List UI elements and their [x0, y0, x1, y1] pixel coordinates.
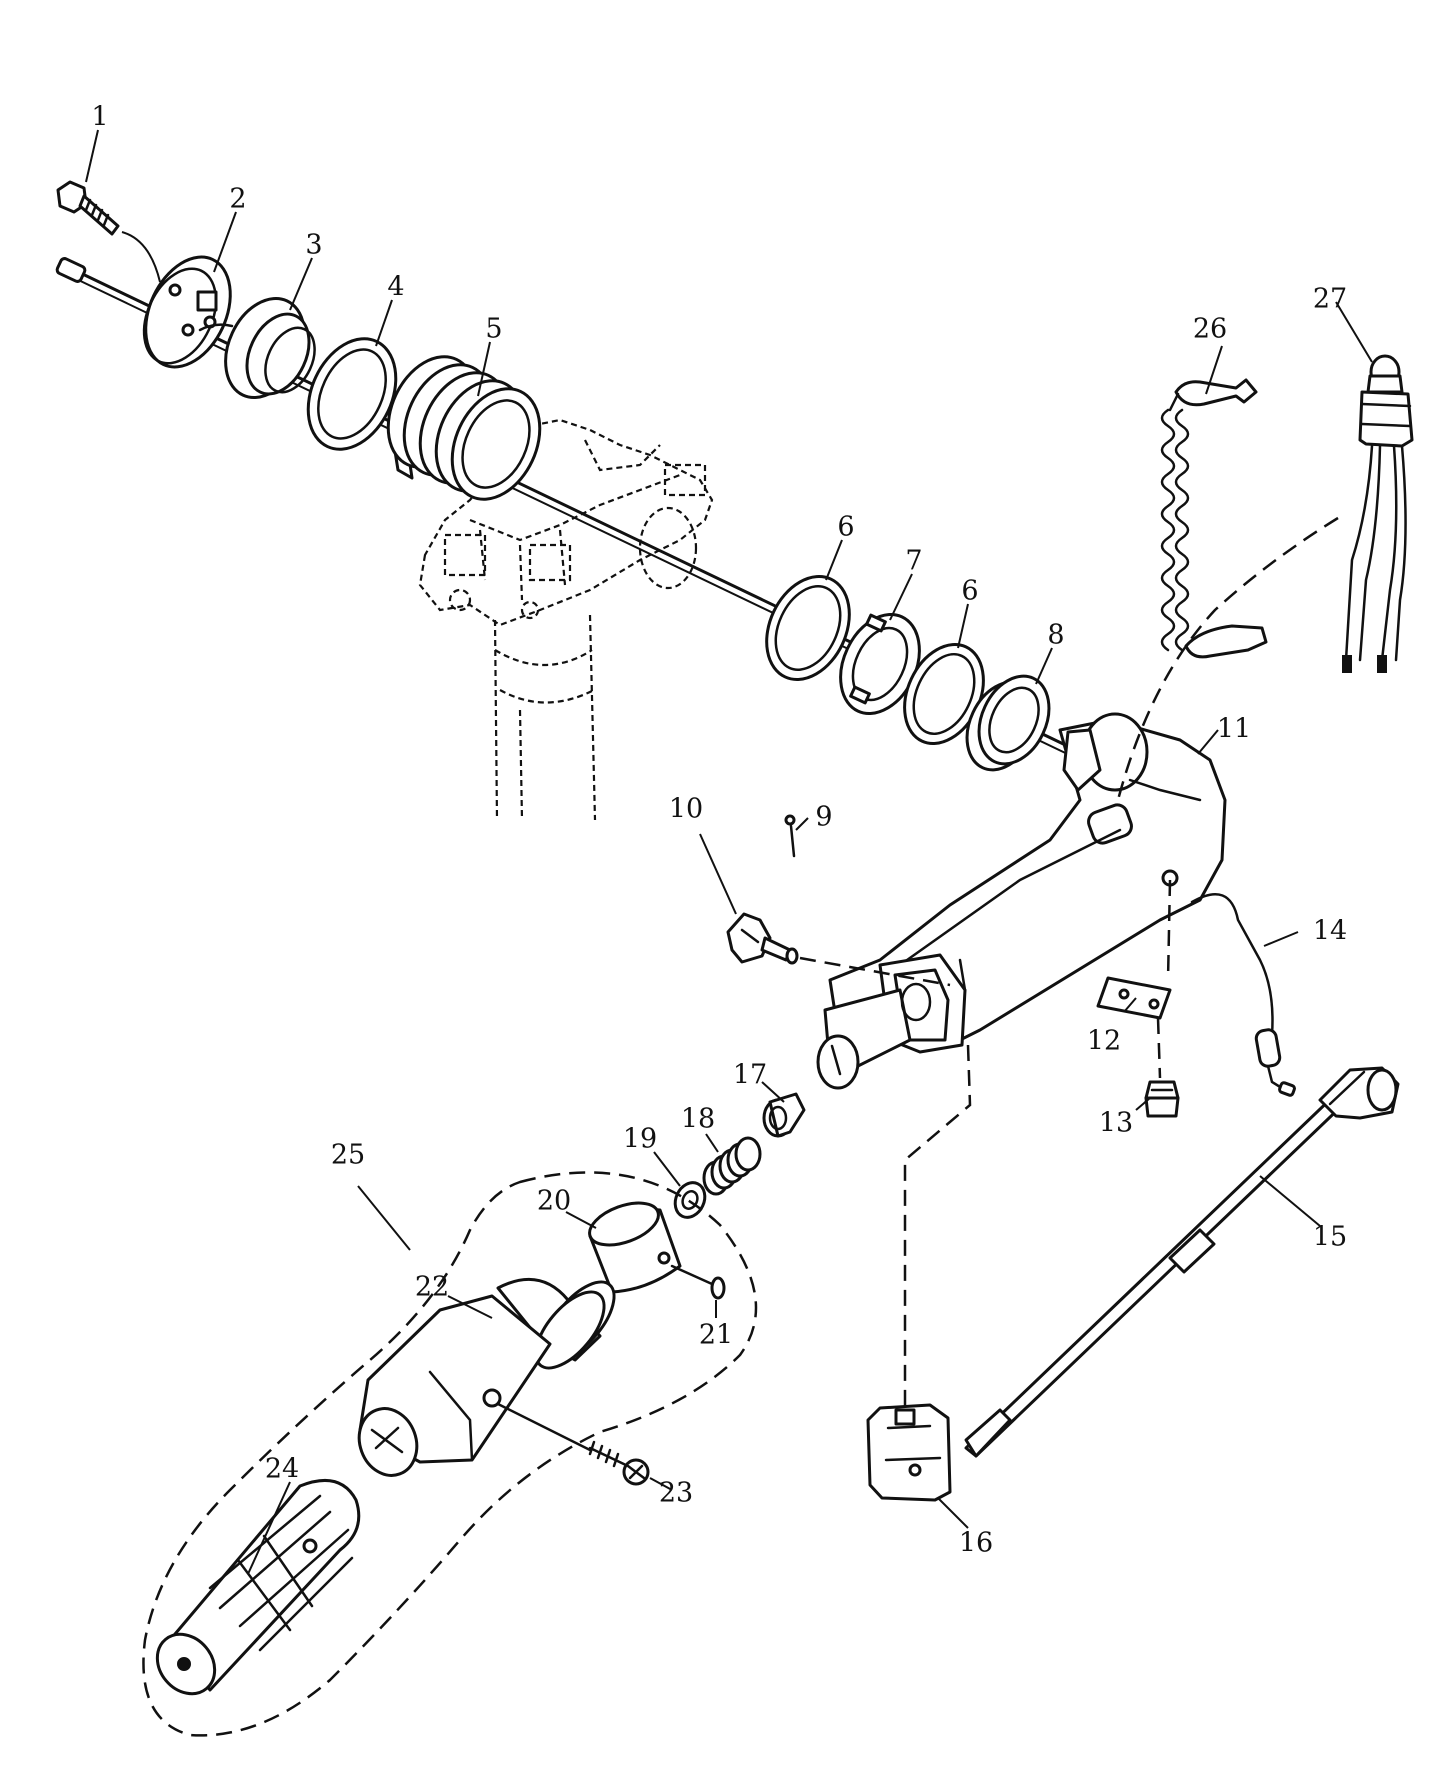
- friction-spring-part-5: [386, 355, 542, 501]
- screw-part-13: [1144, 1080, 1180, 1118]
- callout-8: 8: [1047, 620, 1064, 651]
- callout-6b: 6: [961, 576, 978, 607]
- grip-part-22: [357, 1277, 616, 1477]
- sleeve-part-20: [588, 1201, 682, 1294]
- assembly-line-plate: [1166, 879, 1172, 981]
- callout-23: 23: [659, 1478, 693, 1509]
- callout-4: 4: [387, 272, 404, 303]
- washer-part-6a: [765, 574, 851, 682]
- callout-21: 21: [699, 1320, 733, 1351]
- callout-5: 5: [485, 314, 502, 345]
- washer-part-6b: [903, 642, 985, 746]
- assembly-line-bracket: [903, 1044, 972, 1410]
- callout-14: 14: [1313, 916, 1347, 947]
- callout-27: 27: [1313, 284, 1347, 315]
- assembly-line-knob: [799, 956, 951, 987]
- lanyard-part-26: [1160, 378, 1268, 659]
- callout-17: 17: [733, 1060, 767, 1091]
- washer-part-4: [306, 337, 398, 451]
- throttle-shaft-part-15: [964, 1066, 1400, 1458]
- callout-1: 1: [91, 102, 108, 133]
- callout-12: 12: [1087, 1026, 1121, 1057]
- assembly-line-screw: [1156, 1017, 1162, 1079]
- bracket-part-16: [866, 1403, 952, 1502]
- plate-part-12: [1096, 976, 1172, 1020]
- callout-3: 3: [305, 230, 322, 261]
- stop-switch-part-27: [1342, 354, 1414, 673]
- callout-2: 2: [229, 184, 246, 215]
- callout-22: 22: [415, 1272, 449, 1303]
- callout-26: 26: [1193, 314, 1227, 345]
- callout-19: 19: [623, 1124, 657, 1155]
- collar-part-17: [762, 1092, 806, 1138]
- grip-cover-part-24: [155, 1478, 361, 1696]
- pin-part-21: [670, 1264, 726, 1300]
- callout-leaders: [85, 129, 1373, 1575]
- callout-18: 18: [681, 1104, 715, 1135]
- locknut-part-7: [839, 612, 921, 716]
- callout-13: 13: [1099, 1108, 1133, 1139]
- bushing-part-3: [224, 296, 316, 400]
- screw-part-23: [496, 1402, 650, 1486]
- knob-part-10: [726, 912, 799, 965]
- callout-10: 10: [669, 794, 703, 825]
- tiller-body-part-11: [816, 712, 1296, 1097]
- callout-24: 24: [265, 1454, 299, 1485]
- assembly-line-lanyard: [1116, 516, 1339, 801]
- callout-11: 11: [1217, 714, 1251, 745]
- plate-part-2: [142, 255, 234, 369]
- bushing-part-8: [965, 674, 1051, 772]
- pin-part-9: [784, 814, 796, 858]
- callout-9: 9: [815, 802, 832, 833]
- callout-15: 15: [1313, 1222, 1347, 1253]
- callout-25: 25: [331, 1140, 365, 1171]
- bolt-part-1: [56, 180, 161, 283]
- callout-6a: 6: [837, 512, 854, 543]
- callout-labels: 1 2 3 4 5 6 7 6 8 9 10 11 12 13 14 15 16…: [91, 102, 1347, 1559]
- assembly-outline-25: [142, 1171, 758, 1737]
- callout-20: 20: [537, 1186, 571, 1217]
- callout-16: 16: [959, 1528, 993, 1559]
- callout-7: 7: [905, 546, 922, 577]
- spring-part-18: [702, 1136, 762, 1196]
